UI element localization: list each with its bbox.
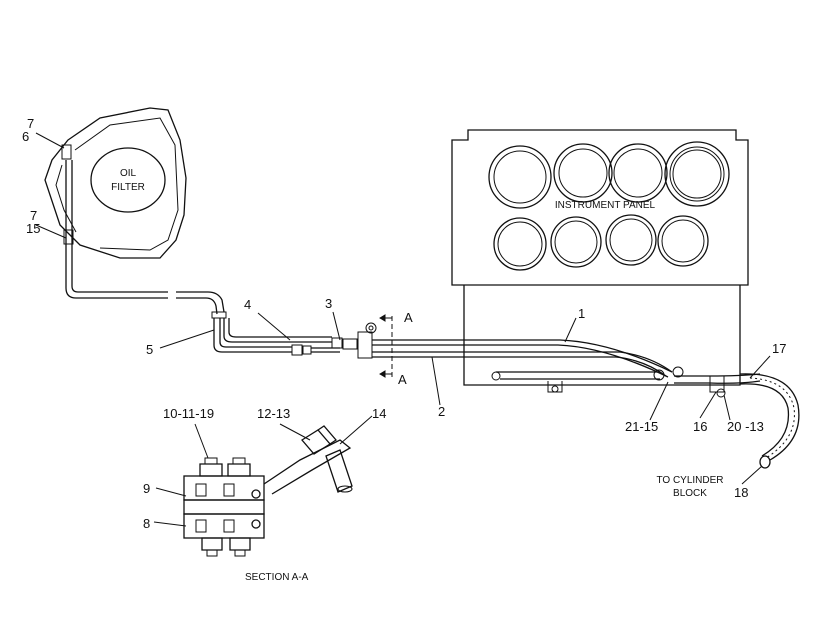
callout-2: 2: [438, 404, 445, 419]
callout-20-13: 20 -13: [727, 419, 764, 434]
tube-clip: [211, 311, 227, 319]
callout-14: 14: [372, 406, 386, 421]
gauge-2: [553, 143, 613, 203]
oil-filter-assembly: OIL FILTER: [44, 107, 187, 259]
callout-15-filter: 15: [26, 221, 40, 236]
callout-7-upper: 7: [27, 116, 34, 131]
panel-bracket: [491, 366, 761, 398]
callout-18: 18: [734, 485, 748, 500]
callout-16: 16: [693, 419, 707, 434]
destination-label: TO CYLINDER: [656, 475, 723, 486]
callout-12-13: 12-13: [257, 406, 290, 421]
bracket-bolt: [365, 322, 377, 334]
oil-filter-label: OIL: [120, 168, 137, 179]
callout-21-15: 21-15: [625, 419, 658, 434]
tube-nut-right: [302, 345, 312, 355]
callout-1: 1: [578, 306, 585, 321]
callout-5: 5: [146, 342, 153, 357]
middle-clamp-block: [183, 499, 265, 515]
gauge-5: [493, 217, 547, 271]
oil-filter-label-2: FILTER: [111, 182, 145, 193]
upper-fitting: [61, 144, 72, 160]
destination-label-2: BLOCK: [673, 488, 707, 499]
leader-lines: [35, 132, 771, 527]
callout-8: 8: [143, 516, 150, 531]
tube-nut-left: [291, 344, 303, 356]
fitting-3-body: [342, 338, 358, 350]
callout-3: 3: [325, 296, 332, 311]
callout-6: 6: [22, 129, 29, 144]
section-markers: A A: [379, 310, 413, 387]
instrument-panel: INSTRUMENT PANEL: [451, 129, 749, 386]
fitting-3-nut: [331, 337, 343, 349]
section-marker-top: A: [404, 310, 413, 325]
clamp-21-15: [653, 369, 665, 381]
flexible-hose: [739, 373, 800, 469]
gauge-8: [657, 215, 709, 267]
callout-7-lower: 7: [30, 208, 37, 223]
gauge-6: [550, 216, 602, 268]
oil-filter-body: [90, 147, 166, 213]
section-caption: SECTION A-A: [245, 572, 309, 583]
section-bracket: [357, 331, 373, 359]
gauge-4: [664, 141, 730, 207]
callout-4: 4: [244, 297, 251, 312]
section-detail: SECTION A-A: [183, 425, 353, 583]
gauge-7: [605, 214, 657, 266]
gauge-1: [488, 145, 552, 209]
gauge-3: [608, 143, 668, 203]
section-marker-bottom: A: [398, 372, 407, 387]
callout-17: 17: [772, 341, 786, 356]
hose-end-18: [759, 455, 771, 469]
tube-lines: [65, 160, 673, 378]
instrument-panel-label: INSTRUMENT PANEL: [555, 200, 656, 211]
callouts: 7 6 7 15 4 3 5 1 2 17 21-15 16 20 -13 18…: [22, 116, 786, 531]
callout-10-11-19: 10-11-19: [163, 406, 214, 421]
callout-9: 9: [143, 481, 150, 496]
